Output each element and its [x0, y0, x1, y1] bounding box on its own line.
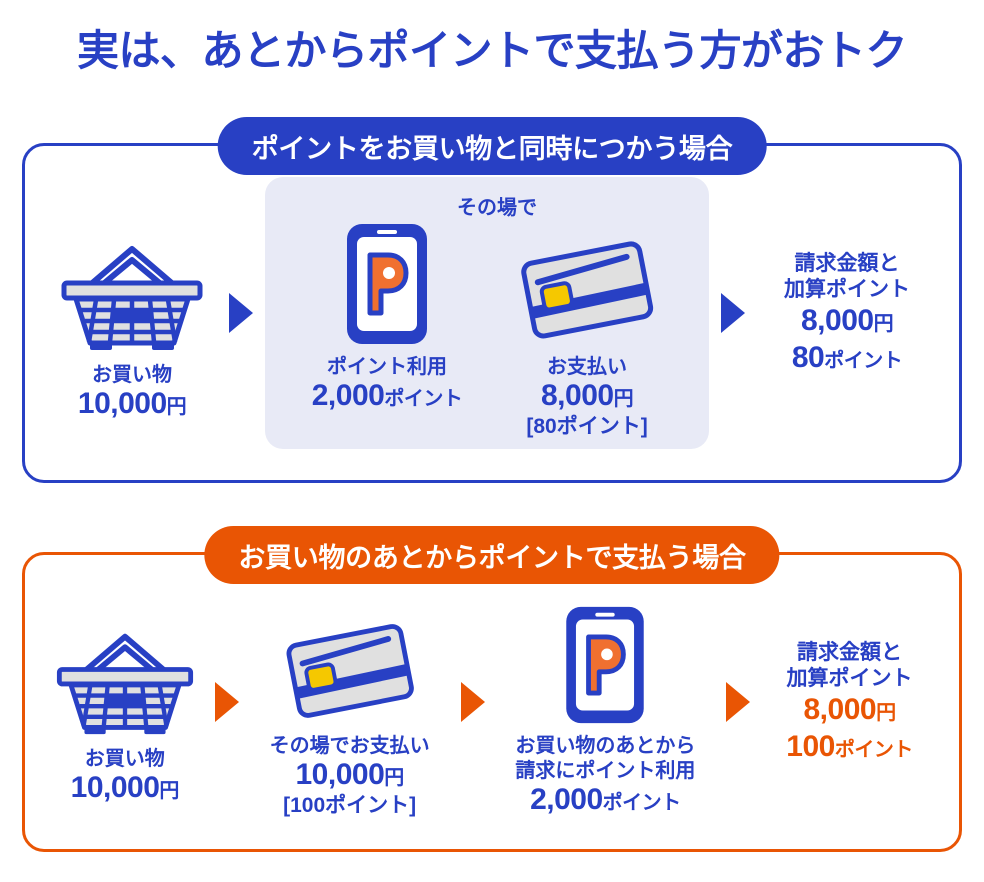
page-title: 実は、あとからポイントで支払う方がおトク	[76, 27, 908, 74]
payment-amount-unit-2: 円	[384, 767, 404, 790]
simultaneous-group: その場で ポイント利用 2,000ポイント	[265, 177, 710, 449]
summary-points-value-2: 100	[786, 729, 835, 763]
payment-note-2: [100ポイント]	[283, 793, 417, 817]
summary-heading-line2: 加算ポイント	[784, 277, 911, 301]
purchase-amount: 10,000円	[77, 386, 187, 422]
step-purchase: お買い物 10,000円	[35, 205, 229, 422]
payment-amount-value-2: 10,000	[295, 758, 385, 792]
summary-billing-value: 8,000	[800, 304, 874, 338]
arrow-point-use-to-summary	[726, 682, 751, 722]
arrow-group-to-summary	[721, 293, 746, 333]
summary-billing-value-2: 8,000	[803, 693, 877, 727]
point-use-label-line1: お買い物のあとから	[515, 735, 696, 758]
group-caption: その場で	[457, 197, 538, 219]
summary-billing-unit: 円	[873, 313, 894, 336]
point-use-amount-unit-2: ポイント	[602, 792, 682, 815]
purchase-label-2: お買い物	[84, 747, 165, 770]
purchase-amount-unit: 円	[166, 395, 187, 418]
step-payment-2: その場でお支払い 10,000円 [100ポイント]	[239, 586, 461, 818]
summary-billing-unit-2: 円	[876, 702, 896, 725]
basket-icon-slot-2	[51, 627, 199, 739]
phone-icon-slot	[344, 221, 430, 347]
purchase-amount-value-2: 10,000	[70, 770, 160, 804]
purchase-amount-2: 10,000円	[70, 770, 180, 806]
summary-simultaneous: 請求金額と 加算ポイント 8,000円 80ポイント	[745, 251, 949, 375]
payment-label-2: その場でお支払い	[269, 734, 430, 757]
panel-simultaneous-badge: ポイントをお買い物と同時につかう場合	[217, 117, 767, 175]
summary-points-value: 80	[791, 340, 825, 374]
point-use-amount: 2,000ポイント	[312, 379, 463, 414]
arrow-payment-to-point-use	[460, 682, 485, 722]
panel-afterward-payment: お買い物のあとからポイントで支払う場合	[22, 526, 962, 852]
basket-icon-slot	[56, 239, 208, 355]
point-use-amount-value: 2,000	[311, 379, 385, 413]
summary-heading-line2-2: 加算ポイント	[786, 666, 913, 690]
summary-heading-line1-2: 請求金額と	[797, 640, 903, 664]
purchase-amount-unit-2: 円	[159, 779, 179, 802]
summary-points-unit: ポイント	[824, 349, 903, 372]
summary-amount-billing: 8,000円	[745, 304, 949, 339]
purchase-amount-value: 10,000	[77, 386, 167, 420]
payment-amount-2: 10,000円	[295, 758, 405, 793]
point-use-amount-unit: ポイント	[384, 388, 463, 411]
flow-afterward: お買い物 10,000円 その場でお支払い 10,000円	[25, 555, 959, 849]
step-payment: お支払い 8,000円 [80ポイント]	[487, 191, 687, 439]
smartphone-point-icon	[347, 224, 428, 344]
shopping-basket-icon	[61, 245, 203, 350]
credit-card-icon	[286, 624, 414, 718]
step-point-use-2: お買い物のあとから 請求にポイント利用 2,000ポイント	[485, 586, 726, 817]
summary-amount-points-2: 100ポイント	[750, 730, 949, 765]
payment-label: お支払い	[547, 356, 628, 378]
payment-amount-unit: 円	[613, 388, 634, 411]
card-icon-slot	[512, 221, 662, 347]
flow-simultaneous: お買い物 10,000円 その場で	[25, 146, 959, 480]
point-use-label: ポイント利用	[327, 356, 448, 378]
payment-amount: 8,000円	[541, 379, 634, 414]
arrow-purchase-to-payment	[214, 682, 239, 722]
arrow-purchase-to-group	[229, 293, 254, 333]
step-point-use: ポイント利用 2,000ポイント	[287, 191, 487, 414]
summary-points-unit-2: ポイント	[834, 738, 914, 761]
step-purchase-2: お買い物 10,000円	[35, 599, 215, 806]
payment-note: [80ポイント]	[526, 414, 648, 438]
shopping-basket-icon	[56, 633, 193, 734]
smartphone-point-icon	[566, 607, 645, 724]
summary-amount-points: 80ポイント	[745, 341, 949, 376]
summary-heading-line1: 請求金額と	[794, 251, 900, 275]
purchase-label: お買い物	[92, 363, 173, 386]
phone-icon-slot-2	[563, 604, 647, 726]
panel-afterward-badge: お買い物のあとからポイントで支払う場合	[204, 526, 780, 584]
point-use-amount-value-2: 2,000	[530, 783, 603, 817]
card-icon-slot-2	[274, 614, 426, 726]
payment-amount-value: 8,000	[541, 379, 614, 413]
point-use-label-line2: 請求にポイント利用	[515, 759, 696, 782]
credit-card-icon	[521, 241, 654, 339]
summary-amount-billing-2: 8,000円	[750, 693, 949, 728]
panel-simultaneous-use: ポイントをお買い物と同時につかう場合	[22, 117, 962, 483]
summary-afterward: 請求金額と 加算ポイント 8,000円 100ポイント	[750, 640, 949, 764]
point-use-amount-2: 2,000ポイント	[530, 783, 681, 818]
